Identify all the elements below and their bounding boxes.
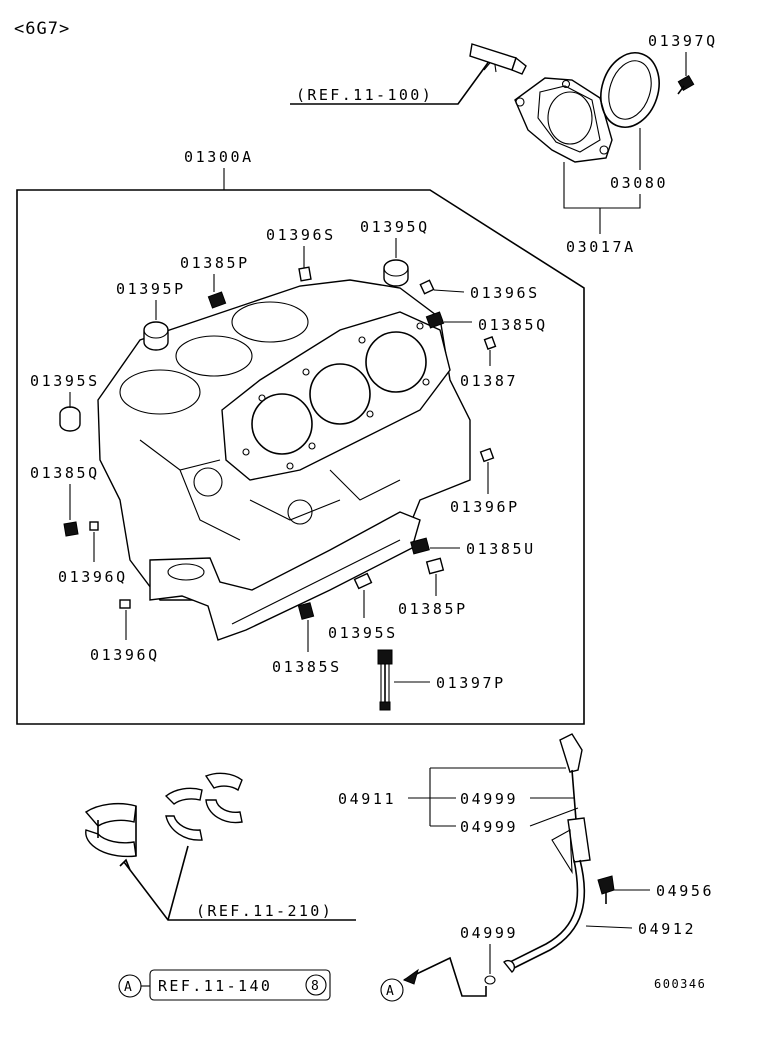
pin-01395S-lower-icon	[353, 572, 373, 590]
label-01396Q-a: 01396Q	[58, 568, 128, 586]
label-01385S: 01385S	[272, 658, 342, 676]
circle-8-label: 8	[311, 979, 319, 994]
plug-01395S-left-icon	[59, 406, 81, 432]
figure-id: 600346	[654, 977, 706, 991]
bolt-01397P-icon	[377, 649, 393, 711]
ref-11-140-label: REF.11-140	[158, 977, 272, 995]
label-01385Q-a: 01385Q	[478, 316, 548, 334]
plug-01385P-lower-icon	[425, 557, 445, 575]
plug-01385U-icon	[410, 537, 430, 555]
plug-01396Q-b-icon	[119, 599, 131, 609]
cylinder-block-frame	[16, 189, 585, 725]
oil-seal-case	[514, 77, 613, 163]
cylinder-block	[97, 279, 471, 601]
plug-01396S-right-icon	[419, 279, 435, 295]
circle-a-label: A	[124, 980, 132, 995]
label-01300A: 01300A	[184, 148, 254, 166]
label-01387: 01387	[460, 372, 518, 390]
ref-11-210-label: (REF.11-210)	[196, 902, 333, 920]
label-04999-a: 04999	[460, 790, 518, 808]
plug-01396Q-a-icon	[89, 521, 99, 531]
label-01397P: 01397P	[436, 674, 506, 692]
plug-01385S-icon	[297, 602, 315, 620]
plug-01395Q-icon	[383, 259, 409, 287]
label-01395P: 01395P	[116, 280, 186, 298]
label-04912: 04912	[638, 920, 696, 938]
oil-pan-flange	[149, 511, 421, 641]
label-01397Q-top: 01397Q	[648, 32, 718, 50]
label-03017A: 03017A	[566, 238, 636, 256]
plug-01385Q-left-icon	[63, 521, 79, 537]
label-01396P: 01396P	[450, 498, 520, 516]
label-01395S-b: 01395S	[328, 624, 398, 642]
oil-level-gauge	[503, 733, 591, 973]
label-04999-b: 04999	[460, 818, 518, 836]
engine-code: <6G7>	[14, 19, 70, 39]
plug-01385P-icon	[207, 291, 227, 309]
bolt-01397Q-icon	[677, 74, 695, 95]
circle-a-gauge-label: A	[386, 984, 394, 999]
plug-01385Q-right-icon	[425, 311, 445, 329]
label-01385P-a: 01385P	[180, 254, 250, 272]
label-03080: 03080	[610, 174, 668, 192]
bolt-04956-icon	[597, 875, 615, 904]
ref-a-leader: A	[380, 956, 487, 1002]
ref-11-100-callout: (REF.11-100)	[290, 43, 527, 105]
sealant-tube-icon	[469, 43, 517, 71]
main-bearing-shells	[84, 772, 243, 858]
ref-11-100-label: (REF.11-100)	[296, 86, 433, 104]
label-01396S-a: 01396S	[266, 226, 336, 244]
label-04911: 04911	[338, 790, 396, 808]
label-01395Q: 01395Q	[360, 218, 430, 236]
label-01385P-b: 01385P	[398, 600, 468, 618]
label-01385Q-b: 01385Q	[30, 464, 100, 482]
plug-01396S-top-icon	[298, 266, 312, 282]
plug-01396P-icon	[479, 447, 495, 463]
plug-01395P-icon	[143, 321, 169, 351]
label-01395S-a: 01395S	[30, 372, 100, 390]
o-ring-04999-icon	[484, 975, 496, 985]
label-04999-c: 04999	[460, 924, 518, 942]
label-04956: 04956	[656, 882, 714, 900]
label-01396Q-b: 01396Q	[90, 646, 160, 664]
label-01385U: 01385U	[466, 540, 536, 558]
label-01396S-b: 01396S	[470, 284, 540, 302]
oil-seal-ring	[600, 52, 660, 128]
pin-01387-icon	[483, 336, 497, 350]
ref-11-140-box: A REF.11-140 8	[118, 969, 331, 1001]
